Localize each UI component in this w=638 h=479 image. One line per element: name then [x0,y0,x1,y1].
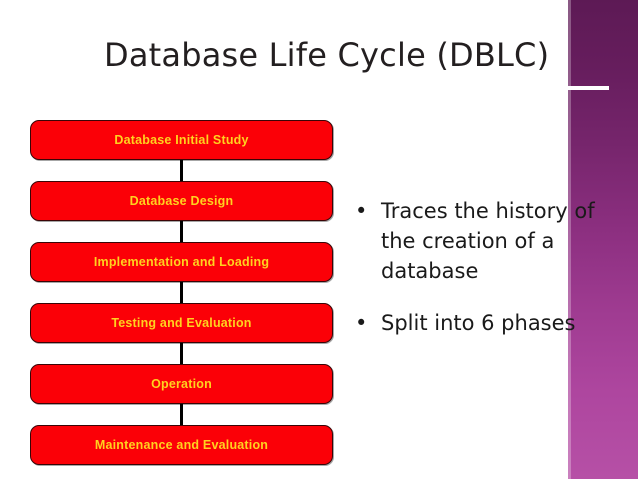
flow-box-database-design[interactable]: Database Design [30,181,333,221]
list-item: • Split into 6 phases [355,308,617,338]
band-white-rule [568,86,609,90]
bullet-marker-icon: • [355,311,368,335]
decorative-purple-band [568,0,638,479]
band-edge-highlight [568,0,571,479]
flow-box-implementation-and-loading[interactable]: Implementation and Loading [30,242,333,282]
flow-connector-line [180,120,183,462]
flow-box-label: Implementation and Loading [93,255,270,269]
list-item: • Traces the history of the creation of … [355,196,617,286]
bullet-text: Split into 6 phases [381,311,576,335]
flow-box-label: Maintenance and Evaluation [94,438,269,452]
dblc-flowchart: Database Initial Study Database Design I… [30,120,333,465]
flow-box-database-initial-study[interactable]: Database Initial Study [30,120,333,160]
flow-box-label: Database Initial Study [114,133,249,147]
flow-box-label: Testing and Evaluation [111,316,252,330]
page-title: Database Life Cycle (DBLC) [104,36,550,74]
bullet-text: Traces the history of the creation of a … [381,199,595,283]
bullet-marker-icon: • [355,199,368,223]
bullet-list: • Traces the history of the creation of … [355,196,617,360]
flow-box-testing-and-evaluation[interactable]: Testing and Evaluation [30,303,333,343]
flow-box-operation[interactable]: Operation [30,364,333,404]
flow-box-label: Database Design [129,194,234,208]
flow-box-label: Operation [151,377,212,391]
flow-box-maintenance-and-evaluation[interactable]: Maintenance and Evaluation [30,425,333,465]
